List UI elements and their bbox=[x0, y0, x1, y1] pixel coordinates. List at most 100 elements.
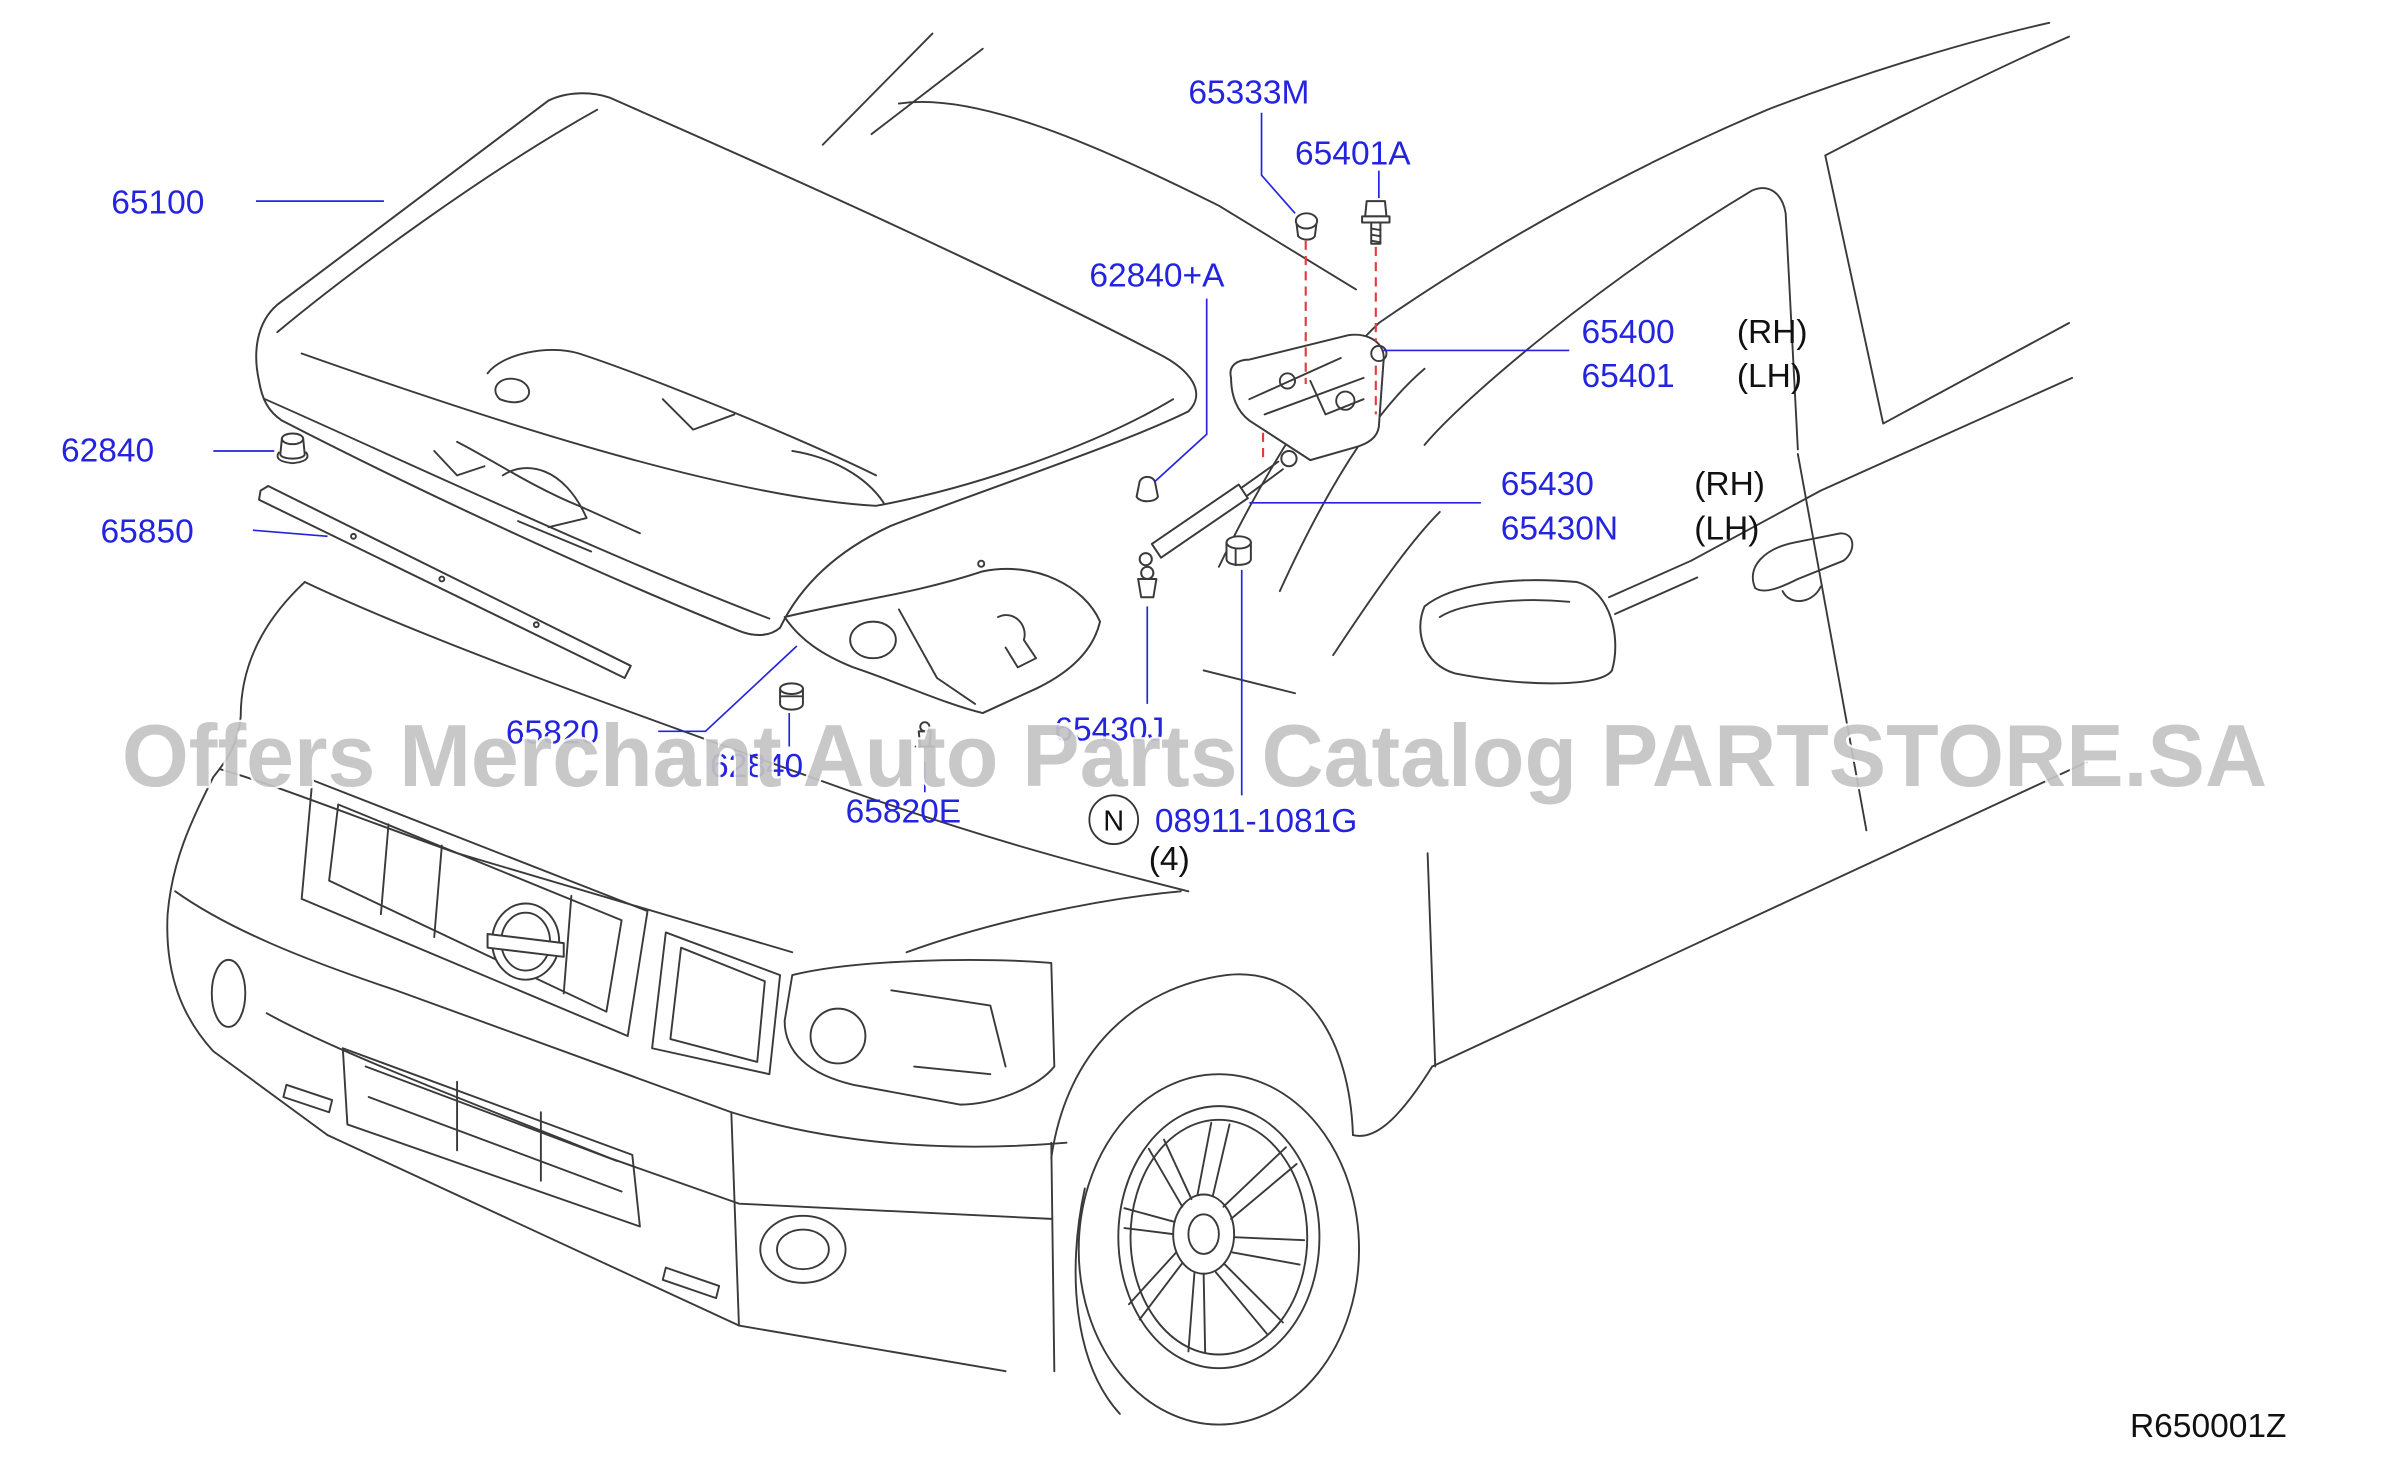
callout-65820e: 65820E bbox=[846, 794, 961, 831]
callout-65430j: 65430J bbox=[1054, 711, 1164, 748]
hinge-pivot bbox=[1278, 372, 1297, 390]
wheel-rim bbox=[1117, 1105, 1321, 1370]
hood-stopper bbox=[779, 682, 804, 711]
strut-end-upper bbox=[1280, 450, 1298, 468]
callout-65430n: 65430N bbox=[1501, 510, 1618, 547]
cowl-hook bbox=[997, 614, 1037, 669]
clip-65820e bbox=[914, 721, 935, 748]
door-rear-edge bbox=[1796, 453, 1868, 832]
cowl-line bbox=[1202, 669, 1297, 695]
lower-air-intake-slats bbox=[364, 1065, 623, 1193]
callout-08911-1081g: 08911-1081G bbox=[1155, 803, 1357, 840]
a-pillar-roof bbox=[1377, 21, 2051, 324]
wheel-spokes bbox=[1123, 1121, 1306, 1354]
roof-line bbox=[821, 32, 934, 146]
seal-strip-clip bbox=[350, 532, 357, 540]
seal-strip bbox=[258, 485, 632, 679]
cowl-dot bbox=[977, 559, 986, 568]
bolt-thread bbox=[1370, 227, 1382, 244]
fender-arch bbox=[1050, 973, 1354, 1159]
tire bbox=[1077, 1073, 1361, 1426]
hood-reinforcement bbox=[433, 450, 486, 477]
hood-reinforcement bbox=[501, 467, 588, 529]
cowl-hole bbox=[849, 620, 897, 660]
hood-opening-edge bbox=[303, 581, 1190, 893]
hood-left-rim bbox=[276, 108, 599, 334]
front-door-window bbox=[1423, 187, 1799, 451]
door-front-edge bbox=[1426, 852, 1437, 1068]
hood-reinforcement bbox=[661, 398, 736, 431]
callout-65820: 65820 bbox=[506, 715, 599, 752]
hood-reinforcement bbox=[456, 440, 641, 535]
wheel-rim-inner bbox=[1129, 1118, 1309, 1356]
hood-front-rim bbox=[264, 398, 771, 620]
assembly-guides bbox=[1261, 240, 1377, 458]
headlight-detail bbox=[890, 989, 1007, 1076]
cowl-panel bbox=[783, 567, 1102, 715]
side-mirror-arm bbox=[1607, 559, 1699, 615]
leader-lines bbox=[213, 112, 1570, 796]
quantity-label: (4) bbox=[1149, 841, 1190, 878]
side-mirror-edge bbox=[1438, 599, 1571, 619]
bolt-washer bbox=[1361, 215, 1391, 224]
inner-lamp-lens bbox=[669, 946, 766, 1063]
a-pillar-lower bbox=[1278, 367, 1426, 593]
a-pillar-lower bbox=[1332, 510, 1441, 657]
hood-reinforcement bbox=[791, 450, 885, 504]
callout-65850: 65850 bbox=[101, 513, 194, 550]
side-mark-lh-hinge: (LH) bbox=[1737, 358, 1802, 395]
hinge-bolt bbox=[1361, 200, 1391, 245]
hood-hinge bbox=[1229, 333, 1388, 462]
ball-stud-base bbox=[1137, 577, 1158, 599]
ball-stud bbox=[1137, 565, 1158, 599]
tire-tread bbox=[1074, 1187, 1121, 1415]
note-n-circle bbox=[1088, 794, 1140, 845]
front-fascia-side bbox=[166, 581, 329, 1137]
seal-strip-clip bbox=[532, 621, 540, 629]
ball-stud-head bbox=[1140, 565, 1155, 580]
fender-line bbox=[905, 890, 1182, 954]
hinge-nut bbox=[1225, 535, 1252, 567]
hood-gas-strut bbox=[1138, 450, 1298, 567]
callout-65430: 65430 bbox=[1501, 466, 1594, 503]
hood-outline bbox=[255, 92, 1198, 636]
beltline bbox=[1690, 376, 2074, 562]
fender-to-door bbox=[1352, 1065, 1434, 1137]
side-mark-lh-strut: (LH) bbox=[1694, 510, 1759, 547]
hood-panel bbox=[255, 92, 1198, 636]
parts bbox=[258, 200, 1391, 748]
callout-65401: 65401 bbox=[1581, 358, 1674, 395]
strut-end-lower bbox=[1138, 552, 1153, 567]
bolt-head bbox=[1364, 200, 1388, 218]
hinge-pivot bbox=[1370, 344, 1388, 363]
grille-inner bbox=[328, 803, 623, 1013]
bumper-bottom bbox=[326, 1134, 1007, 1373]
leader-65333m bbox=[1260, 112, 1296, 214]
hood-reinforcement bbox=[486, 348, 878, 477]
rubber-bumper-left bbox=[276, 432, 309, 465]
fog-light-left bbox=[210, 958, 247, 1028]
callout-65100: 65100 bbox=[111, 184, 204, 221]
hood-inner-edge bbox=[300, 352, 1175, 507]
wheel-hub-cap bbox=[1187, 1213, 1220, 1255]
bolt-shank bbox=[1370, 221, 1382, 245]
hood-stopper-top bbox=[779, 682, 804, 695]
rubber-bumper-flange bbox=[276, 451, 309, 465]
side-mark-rh-hinge: (RH) bbox=[1737, 314, 1808, 351]
fascia-line bbox=[219, 768, 794, 954]
door-handle bbox=[1752, 532, 1854, 592]
callout-65401a: 65401A bbox=[1295, 136, 1411, 173]
emblem-bar bbox=[486, 932, 565, 958]
side-mirror bbox=[1419, 579, 1617, 685]
note-n-symbol: N bbox=[1103, 805, 1124, 837]
hood-hole bbox=[494, 377, 531, 404]
cowl-area bbox=[783, 559, 1102, 715]
watermark-text: Offers Merchant Auto Parts Catalog PARTS… bbox=[122, 706, 2267, 805]
bumper-corner bbox=[730, 1111, 1056, 1373]
drawing-number: R650001Z bbox=[2130, 1408, 2286, 1445]
callout-65400: 65400 bbox=[1581, 314, 1674, 351]
bumper-mid bbox=[265, 1012, 1053, 1220]
strut-cylinder bbox=[1150, 483, 1249, 559]
tow-hook-cover bbox=[282, 1083, 334, 1114]
